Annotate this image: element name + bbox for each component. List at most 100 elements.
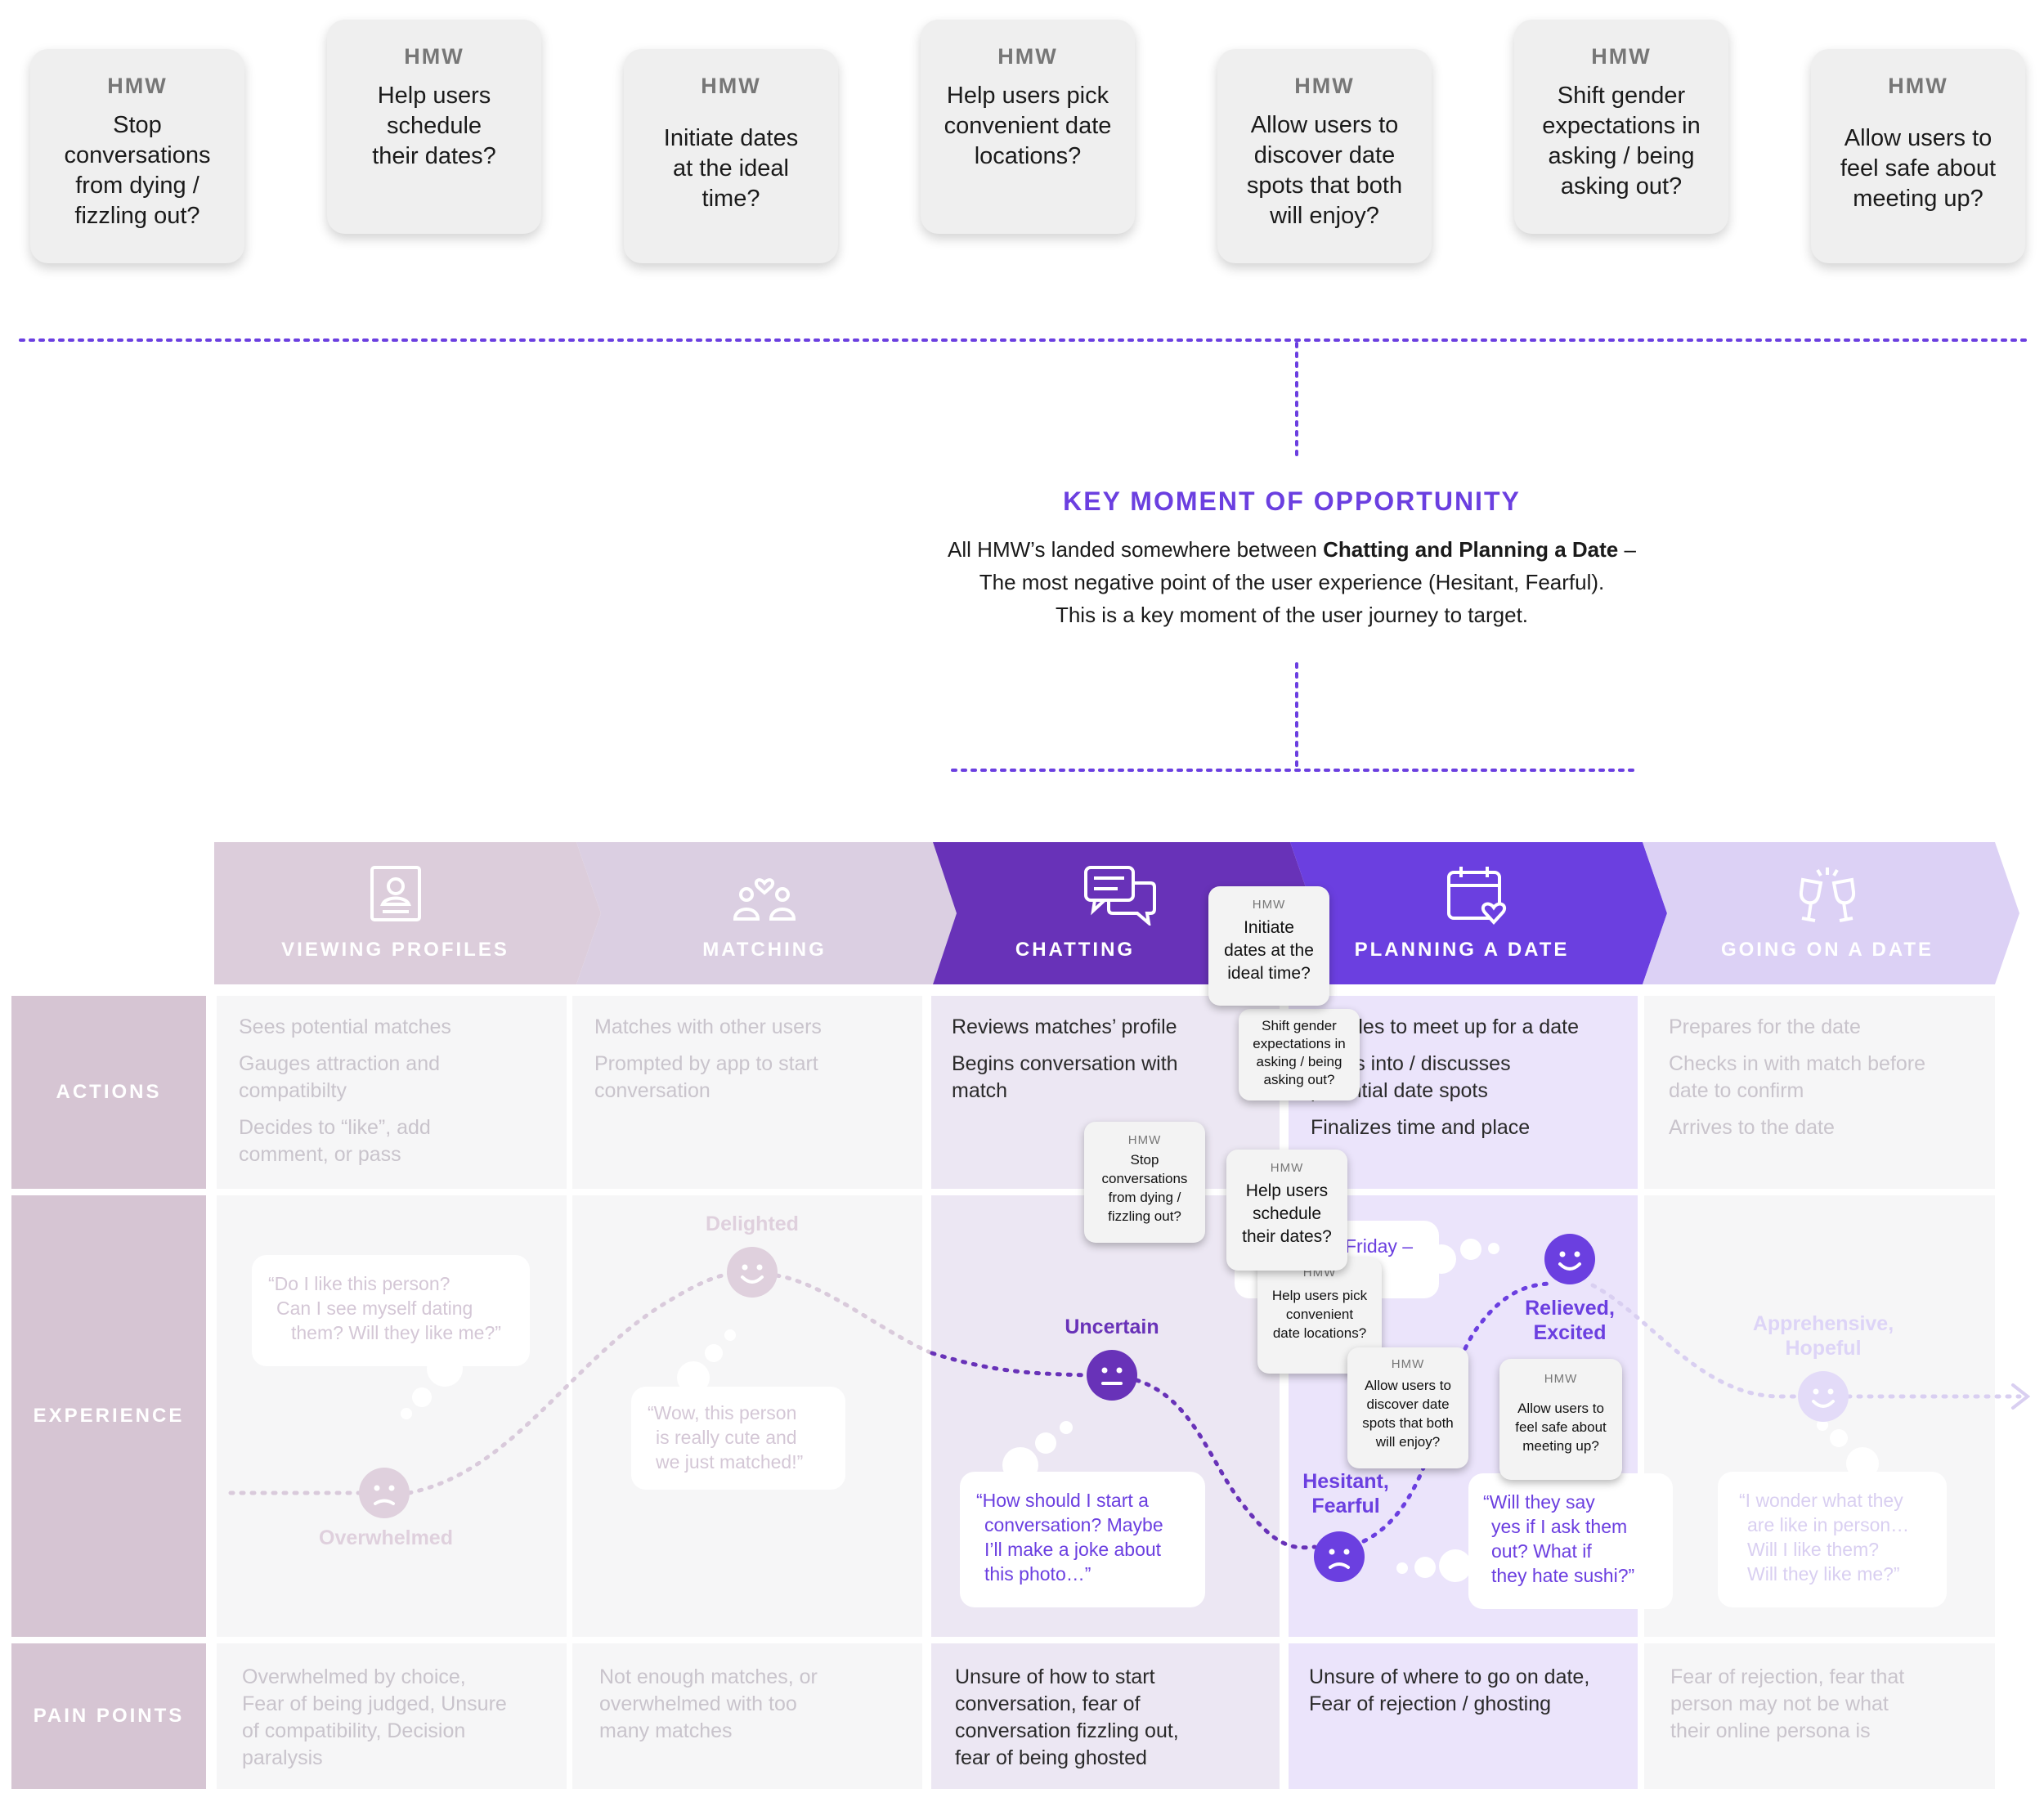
action-item: Checks in with match before: [1669, 1052, 1926, 1075]
quote-line: we just matched!”: [656, 1451, 804, 1473]
mini-hmw-line: asking / being: [1256, 1054, 1342, 1069]
thought-dot: [1035, 1432, 1056, 1454]
delighted-face-icon: [727, 1247, 778, 1298]
emotion-label-apprehensive: Apprehensive, Hopeful: [1733, 1311, 1913, 1360]
mini-hmw-line: asking out?: [1263, 1072, 1335, 1087]
hmw-card-3: HMW Initiate dates at the ideal time?: [624, 49, 838, 263]
action-item: Decides to “like”, add: [239, 1116, 431, 1139]
row-label-pain-points: PAIN POINTS: [11, 1643, 206, 1789]
mini-hmw-line: feel safe about: [1515, 1419, 1607, 1435]
mini-hmw-line: Allow users to: [1517, 1401, 1604, 1416]
hmw-question-line: Allow users to: [1250, 112, 1399, 138]
cell-bg: [1644, 996, 1995, 1189]
thought-dot: [1060, 1421, 1073, 1434]
mini-hmw-line: expectations in: [1253, 1036, 1346, 1051]
hmw-card-6: HMW Shift gender expectations in asking …: [1514, 20, 1728, 234]
action-item: Finalizes time and place: [1311, 1116, 1531, 1139]
action-item: Matches with other users: [594, 1015, 822, 1038]
pain-planning: Unsure of where to go on date, Fear of r…: [1309, 1664, 1632, 1718]
hmw-question-line: fizzling out?: [74, 203, 200, 229]
quote-line: “How should I start a: [976, 1490, 1149, 1511]
thought-dot: [724, 1329, 736, 1341]
mini-hmw-line: Help users: [1245, 1181, 1329, 1200]
hmw-question-line: will enjoy?: [1270, 203, 1379, 229]
cheers-glasses-icon: [1799, 867, 1856, 922]
hmw-question-line: Shift gender: [1557, 83, 1686, 109]
hmw-question-line: Help users: [377, 83, 491, 109]
mini-hmw-line: discover date: [1366, 1396, 1450, 1412]
mini-hmw-card-shift-gender: Shift gender expectations in asking / be…: [1239, 1009, 1360, 1100]
thought-dot: [1396, 1562, 1408, 1574]
mini-hmw-line: schedule: [1252, 1204, 1322, 1223]
thought-dot: [1414, 1557, 1436, 1578]
hmw-card-5: HMW Allow users to discover date spots t…: [1217, 49, 1432, 263]
hmw-card-4: HMW Help users pick convenient date loca…: [921, 20, 1135, 234]
key-moment-line-1-post: –: [1618, 537, 1636, 562]
quote-line: they hate sushi?”: [1491, 1565, 1635, 1586]
uncertain-face-icon: [1087, 1350, 1137, 1401]
pain-line: Fear of being judged, Unsure: [242, 1692, 507, 1715]
stage-planning-a-date: PLANNING A DATE: [1315, 842, 1642, 984]
mini-hmw-card-discover-spots: HMW Allow users to discover date spots t…: [1347, 1347, 1468, 1468]
emotion-line: Hesitant,: [1302, 1470, 1389, 1493]
quote-line: is really cute and: [656, 1427, 797, 1448]
calendar-heart-icon: [1447, 867, 1507, 925]
mini-hmw-line: spots that both: [1362, 1415, 1454, 1431]
row-label-experience: EXPERIENCE: [11, 1195, 206, 1637]
thought-dot: [412, 1387, 432, 1407]
action-item: Prompted by app to start: [594, 1052, 818, 1075]
hmw-tag: HMW: [997, 44, 1058, 69]
key-moment-line-3: This is a key moment of the user journey…: [1055, 603, 1529, 627]
actions-viewing-profiles: Sees potential matches Gauges attraction…: [239, 1014, 558, 1168]
cell-bg: [931, 1643, 1280, 1789]
pain-going-on-date: Fear of rejection, fear that person may …: [1670, 1664, 1989, 1745]
action-item: Reviews matches’ profile: [952, 1015, 1177, 1038]
pain-line: overwhelmed with too: [599, 1692, 797, 1715]
row-label-actions: ACTIONS: [11, 996, 206, 1189]
pain-line: Not enough matches, or: [599, 1665, 818, 1688]
pain-line: Unsure of how to start: [955, 1665, 1155, 1688]
thought-dot: [1439, 1549, 1472, 1582]
thought-dot: [677, 1361, 710, 1394]
thought-bubble-chatting: “How should I start a conversation? Mayb…: [960, 1472, 1205, 1607]
chat-bubbles-icon: [1084, 866, 1156, 926]
stage-viewing-profiles: VIEWING PROFILES: [214, 842, 576, 984]
mini-hmw-tag: HMW: [1391, 1357, 1425, 1371]
emotion-line: Fearful: [1311, 1495, 1380, 1517]
emotion-label-relieved: Relieved, Excited: [1504, 1296, 1635, 1345]
action-item: conversation: [594, 1079, 710, 1102]
thought-bubble-matching: “Wow, this person is really cute and we …: [631, 1387, 845, 1490]
action-item: Begins conversation with: [952, 1052, 1178, 1075]
mini-hmw-card-help-schedule: HMW Help users schedule their dates?: [1226, 1150, 1347, 1271]
hmw-question-line: convenient date: [944, 113, 1112, 139]
stage-going-on-a-date: GOING ON A DATE: [1656, 842, 1999, 984]
mini-hmw-line: from dying /: [1108, 1190, 1181, 1205]
action-item: match: [952, 1079, 1008, 1102]
thought-dot: [401, 1408, 412, 1419]
hmw-question-line: from dying /: [75, 173, 199, 199]
hmw-question-line: feel safe about: [1840, 155, 1997, 182]
emotion-label-hesitant: Hesitant, Fearful: [1280, 1469, 1411, 1518]
action-item: compatibilty: [239, 1079, 347, 1102]
hmw-question-line: Help users pick: [946, 83, 1109, 109]
quote-line: Will they like me?”: [1747, 1563, 1900, 1585]
mini-hmw-line: convenient: [1285, 1307, 1354, 1322]
emotion-label-uncertain: Uncertain: [1065, 1316, 1159, 1338]
hopeful-face-icon: [1798, 1371, 1849, 1422]
key-moment-line-2: The most negative point of the user expe…: [979, 570, 1605, 594]
hmw-question-line: meeting up?: [1853, 186, 1983, 212]
stage-label: VIEWING PROFILES: [281, 939, 509, 961]
thought-dot: [427, 1351, 463, 1387]
experience-curve: [228, 1270, 2031, 1550]
pain-line: Fear of rejection / ghosting: [1309, 1692, 1551, 1715]
connector-lines: [19, 338, 2029, 772]
mini-hmw-tag: HMW: [1252, 898, 1286, 912]
hmw-question-line: expectations in: [1542, 113, 1701, 139]
hmw-question-line: their dates?: [372, 143, 496, 169]
cell-bg: [1644, 1643, 1995, 1789]
mini-hmw-line: Stop: [1130, 1152, 1159, 1168]
pain-line: of compatibility, Decision: [242, 1719, 466, 1742]
hmw-question-line: schedule: [386, 113, 482, 139]
mini-hmw-tag: HMW: [1544, 1372, 1578, 1386]
mini-hmw-line: their dates?: [1242, 1227, 1332, 1246]
